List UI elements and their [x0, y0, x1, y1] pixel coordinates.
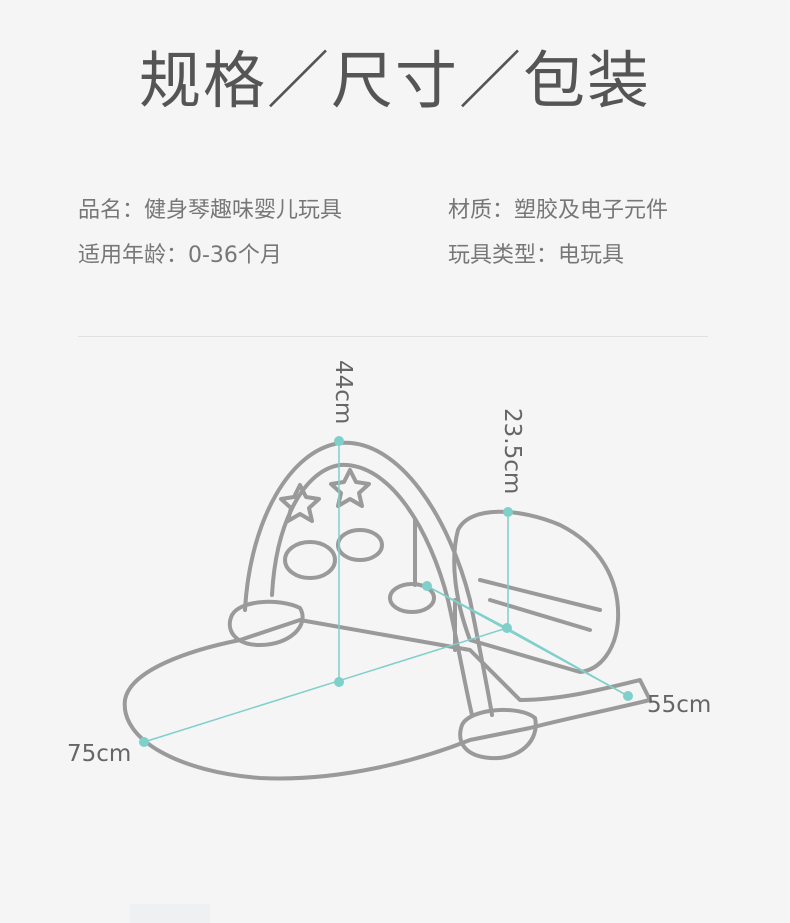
dimension-points — [139, 436, 633, 747]
dimension-length: 75cm — [67, 741, 132, 767]
arch-inner — [270, 462, 474, 717]
divider — [78, 336, 708, 337]
arch-outline — [243, 440, 494, 717]
spec-material: 材质：塑胶及电子元件 — [448, 198, 669, 223]
arch-base-right — [458, 707, 538, 761]
spec-product-name: 品名：健身琴趣味婴儿玩具 — [78, 198, 343, 223]
dimension-width: 55cm — [647, 692, 712, 718]
piano-keys — [478, 578, 602, 632]
toy-animal — [283, 540, 337, 580]
piano-outline — [452, 509, 621, 674]
spec-toy-type: 玩具类型：电玩具 — [448, 243, 625, 268]
arch-base-left — [227, 599, 305, 647]
spec-age: 适用年龄：0-36个月 — [78, 243, 282, 268]
dimension-piano-height: 23.5cm — [499, 408, 525, 495]
faint-block — [130, 904, 210, 923]
page-title: 规格／尺寸／包装 — [138, 44, 651, 117]
toy-string — [413, 518, 457, 652]
dimension-arch-height: 44cm — [330, 360, 356, 425]
dimension-lines — [143, 441, 629, 743]
toy-turtle — [388, 582, 436, 614]
toy-bird — [336, 528, 384, 562]
mat-outline — [122, 618, 652, 781]
toy-star-mid — [329, 468, 371, 508]
toy-star-left — [279, 483, 321, 523]
